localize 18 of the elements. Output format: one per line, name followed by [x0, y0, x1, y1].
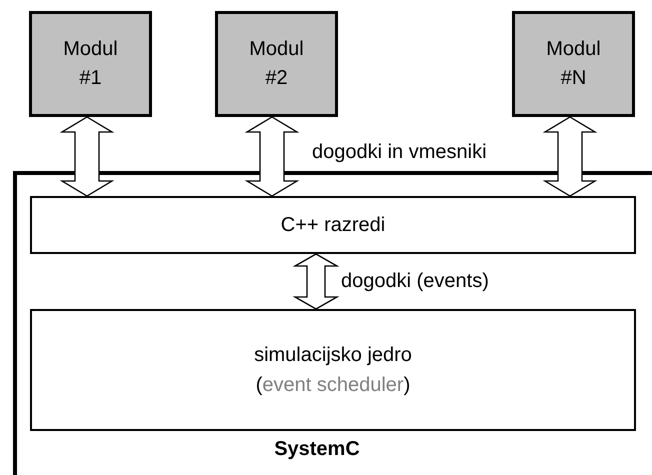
node-label: C++ razredi [280, 213, 386, 238]
module-label: Modul #2 [248, 37, 305, 91]
double-block-arrow [542, 116, 598, 197]
edge-label: dogodki (events) [339, 270, 491, 292]
frame-outline [13, 171, 652, 475]
frame-title: SystemC [273, 438, 361, 461]
module-box [512, 11, 635, 117]
module-box [29, 11, 152, 117]
node-subtitle: (event scheduler) [256, 373, 410, 398]
double-block-arrow [244, 116, 300, 197]
module-label: Modul #1 [62, 37, 119, 91]
node-label: simulacijsko jedro [254, 343, 412, 368]
class-box [30, 196, 636, 254]
kernel-box [30, 309, 636, 431]
module-label: Modul #N [545, 37, 602, 91]
module-box [215, 11, 338, 117]
double-block-arrow [60, 116, 114, 197]
double-block-arrow [292, 253, 340, 310]
